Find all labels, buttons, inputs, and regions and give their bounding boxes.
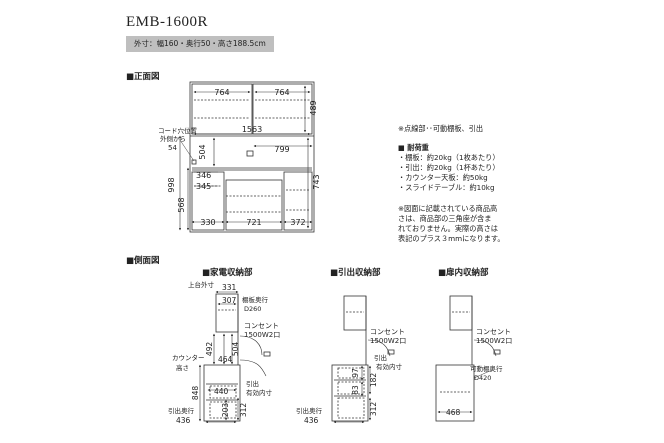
dim-label: 489 xyxy=(309,100,318,115)
dim-label: 436 xyxy=(176,416,191,425)
dim-label: 83 xyxy=(351,385,360,395)
lower-right-section xyxy=(283,171,313,231)
dim-label: 436 xyxy=(304,416,319,425)
dim-label: 345 xyxy=(196,182,211,191)
counter-label: カウンター xyxy=(172,353,205,362)
drawer-inner-label: 有効内寸 xyxy=(376,362,403,371)
cabinet-outline xyxy=(189,81,315,233)
drawer-section-title: ■引出収納部 xyxy=(330,268,381,278)
outlet-icon xyxy=(246,150,254,157)
drawer-inner-label: 引出 xyxy=(374,353,387,362)
dim-label: 848 xyxy=(191,386,200,401)
door-section-title: ■扉内収納部 xyxy=(438,268,489,278)
side-appliance-labels: 上台外寸 331 307 棚板奥行 D260 コンセント 1500W2口 492… xyxy=(168,280,280,425)
dim-label: 743 xyxy=(312,174,321,189)
drawer-depth-label: 引出奥行 xyxy=(168,406,195,415)
plug-icon xyxy=(387,349,395,355)
fig-note-line: 表記のプラス３mmになります。 xyxy=(398,234,505,243)
drawer-label: 有効内寸 xyxy=(246,388,273,397)
dim-label: 492 xyxy=(205,342,214,357)
side-drawer-dims xyxy=(333,365,372,424)
shelf-depth-label: 棚板奥行 xyxy=(242,295,269,304)
plug-icon xyxy=(493,349,501,355)
dim-label: 799 xyxy=(274,145,289,154)
lower-cabinet xyxy=(331,364,369,422)
drawer-label: 引出 xyxy=(246,379,259,388)
dim-label: 504 xyxy=(231,342,240,357)
outlet-label: 1500W2口 xyxy=(244,331,280,339)
front-view-title: ■正面図 xyxy=(126,72,160,82)
dim-label: 312 xyxy=(369,402,378,417)
load-item: ・引出：約20kg（1杯あたり） xyxy=(398,163,500,172)
side-view-title: ■側面図 xyxy=(126,256,160,266)
dim-label: 464 xyxy=(218,355,233,364)
dim-label: 331 xyxy=(222,283,237,292)
cord-label: 外側から xyxy=(160,134,186,143)
upper-cabinet xyxy=(449,295,473,331)
side-door xyxy=(435,295,501,422)
plug-icon xyxy=(263,351,271,357)
load-item: ・棚板：約20kg（1枚あたり） xyxy=(398,153,500,162)
dim-label: 203 xyxy=(221,403,230,418)
appliance-section-title: ■家電収納部 xyxy=(202,268,253,278)
outlet-label: 1500W2口 xyxy=(370,337,406,345)
dim-label: 721 xyxy=(246,218,261,227)
drawer-depth-label: 引出奥行 xyxy=(296,406,323,415)
front-dim-labels: 764 764 489 1563 799 504 346 345 743 998… xyxy=(158,88,321,227)
upper-cabinet xyxy=(343,295,367,331)
dim-label: 568 xyxy=(177,197,186,212)
side-door-dims xyxy=(437,369,493,414)
load-item: ・カウンター天板：約50kg xyxy=(398,173,488,182)
side-drawer xyxy=(331,295,395,422)
dim-label: 440 xyxy=(214,387,229,396)
cord-hole-icon xyxy=(191,159,197,165)
note-dotted: ※点線部･･可動棚板、引出 xyxy=(398,124,484,133)
dim-label: 97 xyxy=(351,368,360,378)
dim-label: 182 xyxy=(369,373,378,388)
side-drawer-labels: コンセント 1500W2口 引出 有効内寸 83 182 97 312 引出奥行… xyxy=(296,328,406,425)
dim-label: 504 xyxy=(198,144,207,159)
top-outer-label: 上台外寸 xyxy=(188,280,215,289)
counter-label: 高さ xyxy=(176,363,189,372)
dim-label: 312 xyxy=(239,403,248,418)
outlet-label: 1500W2口 xyxy=(476,337,512,345)
load-item: ・スライドテーブル：約10kg xyxy=(398,183,495,192)
dim-label: 468 xyxy=(446,408,461,417)
shelf-depth-label: D420 xyxy=(474,374,491,382)
fig-note-line: ※図面に記載されている商品高 xyxy=(398,204,498,213)
shelf-depth-label: D260 xyxy=(244,305,261,313)
outlet-label: コンセント xyxy=(476,328,511,336)
spec-text: 外寸：幅160・奥行50・高さ188.5cm xyxy=(134,39,266,48)
lower-center-section xyxy=(225,179,283,231)
side-appliance-dims xyxy=(198,290,240,424)
load-title: ■ 耐荷重 xyxy=(398,143,429,152)
dim-label: 998 xyxy=(167,177,176,192)
cord-label: 54 xyxy=(168,144,177,152)
dim-label: 372 xyxy=(290,218,305,227)
fig-note-line: さは、商品部の三角座が含ま xyxy=(398,214,492,223)
spec-bar xyxy=(126,36,274,52)
outlet-label: コンセント xyxy=(244,322,279,330)
side-door-labels: コンセント 1500W2口 可動棚奥行 D420 468 xyxy=(446,328,512,417)
dim-label: 1563 xyxy=(242,125,262,134)
lower-cabinet xyxy=(435,364,475,422)
dim-label: 764 xyxy=(274,88,289,97)
dim-label: 330 xyxy=(200,218,215,227)
dim-label: 346 xyxy=(196,171,211,180)
shelf-depth-label: 可動棚奥行 xyxy=(470,364,503,373)
model-number: EMB-1600R xyxy=(126,14,209,30)
fig-note-line: れておりません。実際の高さは xyxy=(398,224,498,233)
cord-label: コード穴位置 xyxy=(158,126,198,135)
dim-label: 764 xyxy=(214,88,229,97)
outlet-label: コンセント xyxy=(370,328,405,336)
front-dimensions xyxy=(178,85,313,231)
dim-label: 307 xyxy=(222,296,237,305)
